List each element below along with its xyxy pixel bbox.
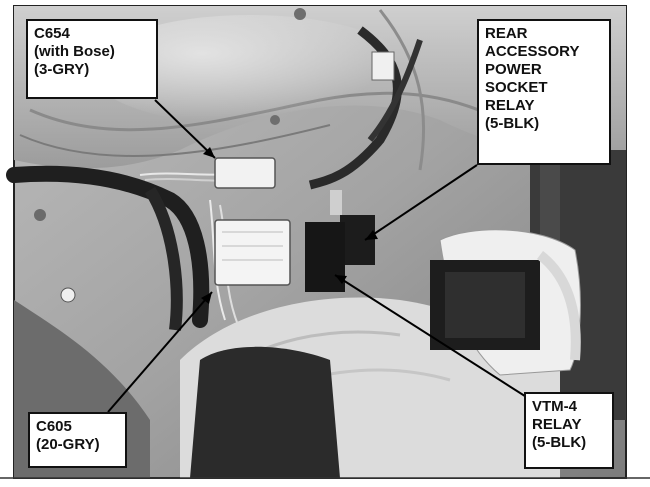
callout-c654-line-2: (with Bose) [34, 43, 115, 60]
leader-c654 [154, 99, 216, 159]
c605-connector [214, 219, 291, 286]
callout-c605-connector: C605 (20-GRY) [28, 412, 127, 468]
rear-accessory-relay [340, 215, 375, 265]
callout-rear-line-6: (5-BLK) [485, 115, 540, 132]
callout-c605-line-1: C605 [36, 418, 72, 435]
callout-rear-line-5: RELAY [485, 97, 535, 114]
callout-c654-line-1: C654 [34, 25, 70, 42]
callout-rear-line-1: REAR [485, 25, 528, 42]
callout-rear-accessory-relay: REAR ACCESSORY POWER SOCKET RELAY (5-BLK… [477, 19, 611, 165]
callout-rear-line-4: SOCKET [485, 79, 548, 96]
lower-component [190, 346, 340, 478]
callout-vtm4-relay: VTM-4 RELAY (5-BLK) [524, 392, 614, 469]
wiring-harness [6, 165, 210, 328]
leader-rear-accessory [364, 164, 478, 241]
callout-c605-line-2: (20-GRY) [36, 436, 100, 453]
callout-rear-line-2: ACCESSORY [485, 43, 580, 60]
c654-connector [214, 157, 276, 189]
callout-vtm4-line-2: RELAY [532, 416, 582, 433]
callout-rear-line-3: POWER [485, 61, 542, 78]
callout-c654-connector: C654 (with Bose) (3-GRY) [26, 19, 158, 99]
leader-c605 [107, 291, 213, 413]
vtm4-relay [305, 222, 345, 292]
callout-c654-line-3: (3-GRY) [34, 61, 90, 78]
callout-vtm4-line-3: (5-BLK) [532, 434, 587, 451]
leader-vtm4 [334, 274, 529, 399]
callout-vtm4-line-1: VTM-4 [532, 398, 577, 415]
